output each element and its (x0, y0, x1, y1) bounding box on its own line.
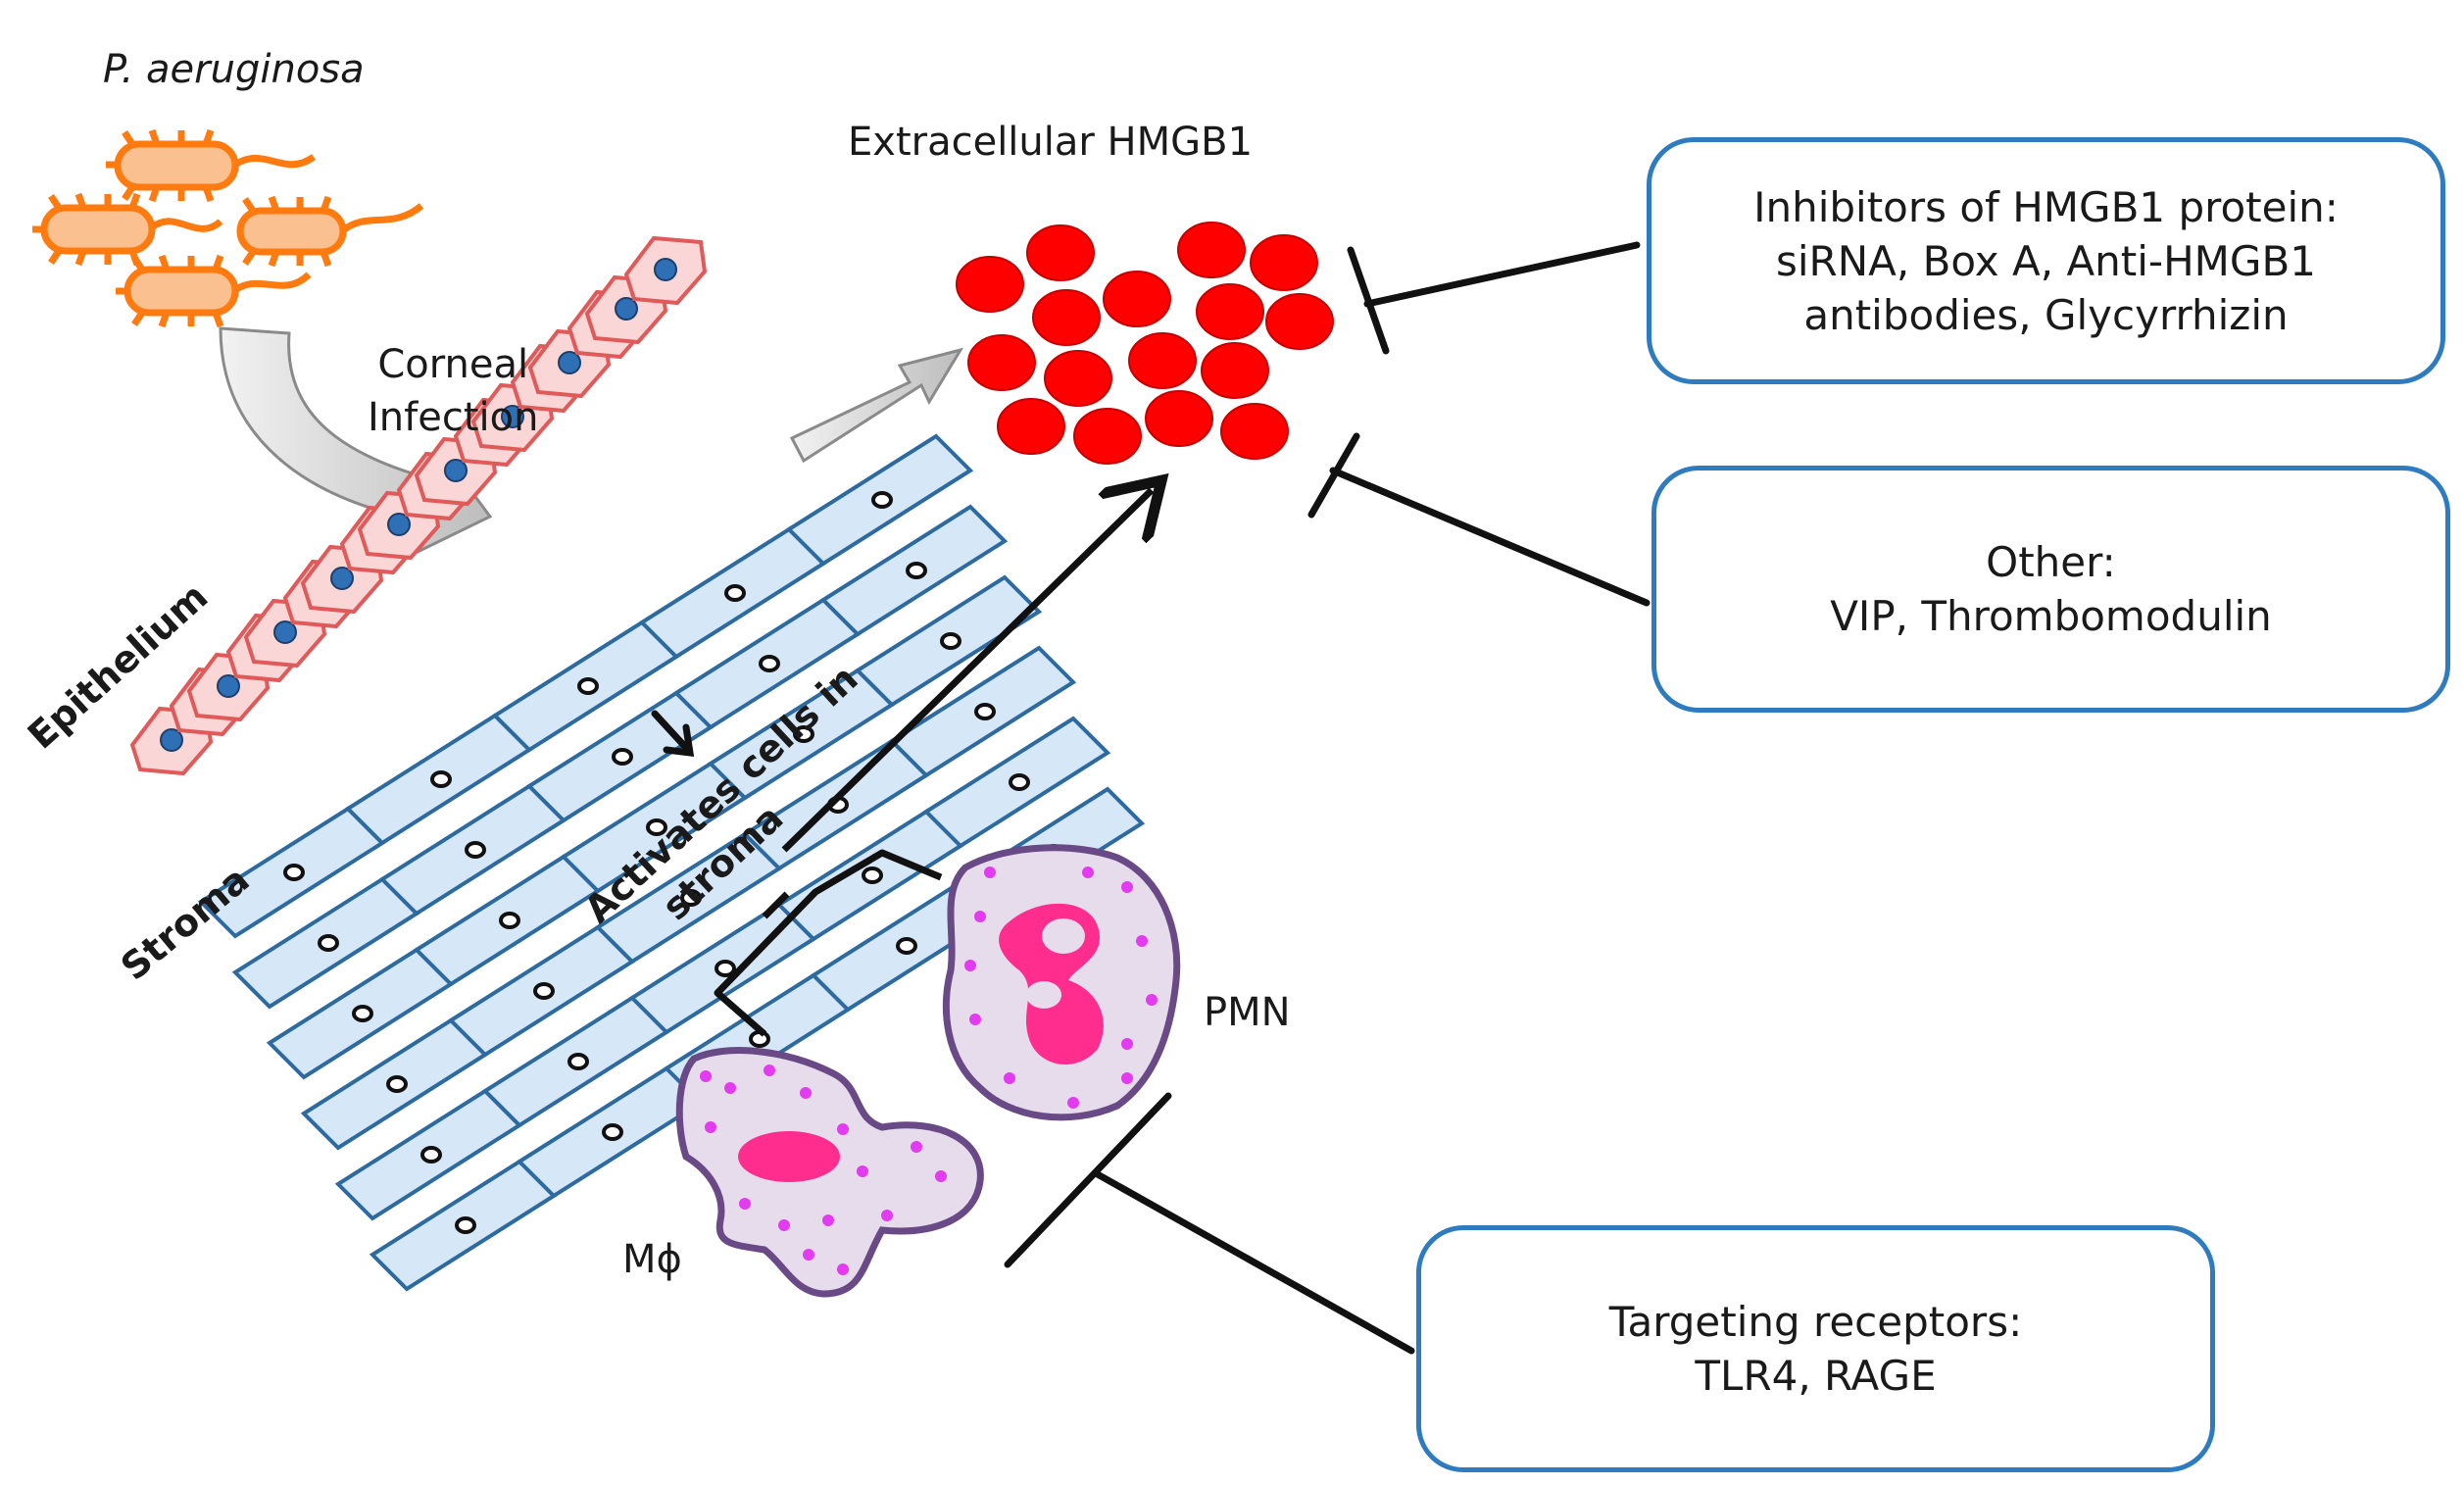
macrophage-cell (675, 1047, 984, 1298)
stroma-nucleus (759, 655, 780, 672)
epithelium-nucleus (444, 459, 468, 482)
receptors-line1: Targeting receptors: (1608, 1298, 2023, 1346)
stroma-nucleus (352, 1005, 373, 1022)
cell-bracket (714, 849, 943, 1037)
stroma-nucleus (646, 818, 667, 836)
stroma-nucleus (862, 867, 883, 884)
inhibition-lines (1004, 241, 1651, 1355)
bacterium (116, 254, 312, 328)
stroma-nucleus (499, 912, 520, 929)
stroma-nucleus (974, 703, 996, 720)
receptors-box: Targeting receptors: TLR4, RAGE (1416, 1225, 2215, 1472)
stroma-nucleus (283, 864, 305, 881)
epithelium-layer (129, 235, 708, 776)
receptors-line2: TLR4, RAGE (1695, 1352, 1937, 1400)
stroma-nucleus (318, 934, 339, 952)
other-line1: Other: (1986, 538, 2116, 586)
stroma-nucleus (793, 725, 814, 743)
stroma-nucleus (940, 632, 961, 650)
stroma-nucleus (1009, 773, 1030, 791)
inhibitors-line3: antibodies, Glycyrrhizin (1803, 290, 2289, 339)
inhibitors-box: Inhibitors of HMGB1 protein: siRNA, Box … (1647, 137, 2445, 384)
stroma-nucleus (420, 1146, 442, 1164)
bacteria-label: P. aeruginosa (103, 47, 365, 92)
stroma-nucleus (567, 1053, 589, 1070)
stroma-nucleus (612, 748, 633, 766)
stroma-nucleus (906, 562, 927, 579)
epithelium-nucleus (273, 620, 297, 644)
down-arrow-icon (651, 710, 695, 758)
epithelium-nucleus (387, 513, 411, 536)
stroma-nucleus (896, 937, 917, 955)
release-arrow (789, 347, 964, 464)
epithelium-nucleus (615, 297, 638, 321)
stroma-nucleus (871, 491, 893, 509)
bacterium (236, 195, 424, 268)
corneal-label-line1: Corneal (377, 342, 529, 387)
macrophage-label: Mϕ (622, 1237, 682, 1282)
extracellular-hmgb1-label: Extracellular HMGB1 (848, 120, 1254, 165)
pmn-cell (943, 844, 1181, 1121)
inhibitors-line1: Inhibitors of HMGB1 protein: (1753, 182, 2339, 231)
stroma-nucleus (680, 889, 702, 907)
stroma-layer (197, 433, 1146, 1292)
stroma-nucleus (386, 1075, 408, 1093)
hmgb1-cluster (956, 222, 1334, 465)
stroma-nucleus (465, 841, 486, 859)
other-line2: VIP, Thrombomodulin (1830, 592, 2272, 640)
epithelium-nucleus (217, 674, 240, 698)
bacterium (106, 128, 317, 203)
activation-arrow (781, 490, 1152, 853)
bacteria-group (32, 128, 424, 328)
corneal-label-line2: Infection (368, 395, 539, 440)
inhibitors-line2: siRNA, Box A, Anti-HMGB1 (1776, 236, 2316, 285)
epithelium-nucleus (501, 405, 524, 428)
bacterium (32, 192, 223, 267)
stroma-nucleus (724, 584, 746, 602)
stroma-nucleus (577, 677, 599, 695)
epithelium-nucleus (558, 351, 581, 374)
stroma-nucleus (602, 1123, 623, 1141)
other-box: Other: VIP, Thrombomodulin (1651, 466, 2450, 713)
pmn-label: PMN (1204, 990, 1291, 1035)
stroma-nucleus (533, 982, 555, 1000)
epithelium-nucleus (654, 258, 677, 281)
stroma-nucleus (715, 960, 736, 977)
stroma-nucleus (455, 1216, 476, 1234)
epithelium-nucleus (330, 567, 354, 590)
corneal-infection-label: Corneal Infection (368, 338, 538, 444)
epithelium-nucleus (160, 728, 183, 752)
stroma-nucleus (430, 770, 452, 788)
